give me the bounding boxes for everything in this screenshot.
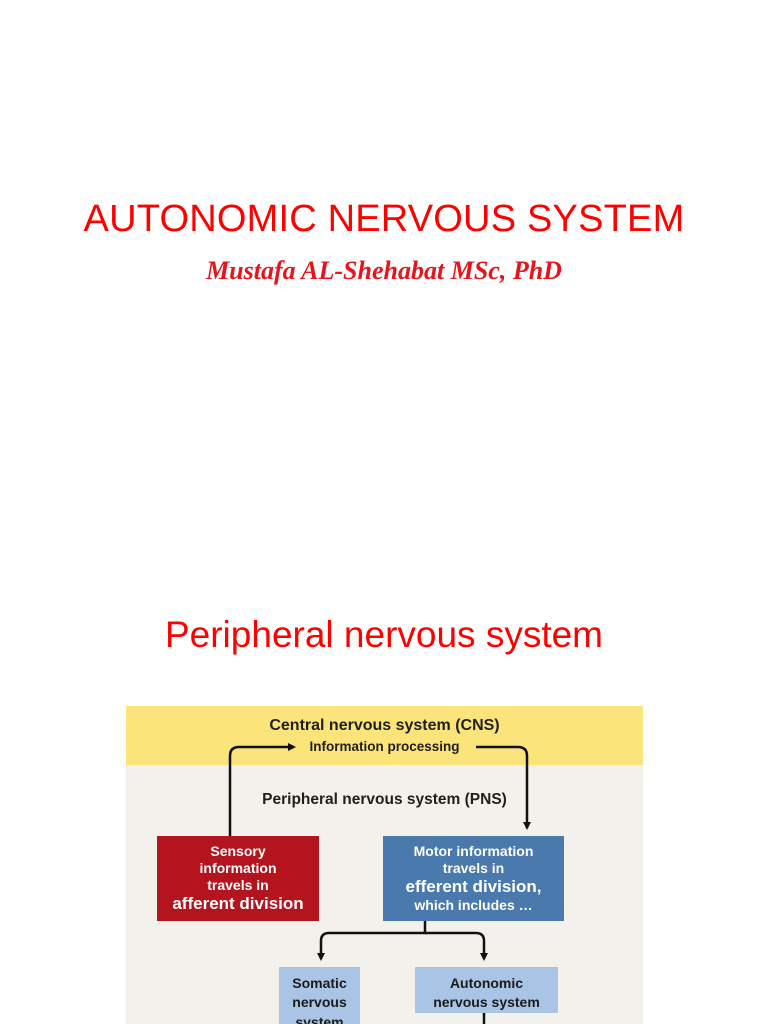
somatic-line: system	[295, 1013, 344, 1024]
arrow-cns-to-motor	[476, 745, 531, 830]
flow-arrows	[228, 743, 531, 1024]
arrow-motor-to-autonomic	[425, 931, 488, 961]
motor-efferent-box: Motor information travels in efferent di…	[383, 836, 564, 921]
motor-line: Motor information	[413, 842, 534, 859]
sensory-afferent-box: Sensory information travels in afferent …	[157, 836, 319, 921]
motor-line: travels in	[442, 859, 505, 876]
slide-subtitle-author: Mustafa AL-Shehabat MSc, PhD	[206, 256, 562, 285]
sensory-line: Sensory	[210, 842, 266, 859]
arrow-motor-to-somatic	[317, 921, 427, 961]
autonomic-nervous-system-box: Autonomic nervous system	[415, 967, 558, 1013]
information-processing-label: Information processing	[309, 739, 460, 754]
sensory-line: travels in	[207, 876, 269, 893]
arrow-sensory-to-cns	[228, 743, 296, 836]
motor-line: which includes …	[414, 897, 533, 914]
slide-title: Peripheral nervous system	[164, 614, 604, 655]
cns-label: Central nervous system (CNS)	[269, 717, 500, 734]
nervous-system-diagram: Central nervous system (CNS) Information…	[126, 706, 643, 1024]
somatic-nervous-system-box: Somatic nervous system	[279, 967, 360, 1024]
slide-divider	[0, 512, 768, 513]
somatic-line: Somatic	[292, 975, 347, 991]
sensory-line: afferent division	[172, 893, 304, 913]
motor-line: efferent division,	[405, 876, 542, 896]
pns-label: Peripheral nervous system (PNS)	[262, 791, 507, 808]
autonomic-line: nervous system	[433, 994, 540, 1011]
somatic-line: nervous	[292, 994, 347, 1011]
slide-title: AUTONOMIC NERVOUS SYSTEM	[83, 198, 685, 240]
sensory-line: information	[199, 859, 277, 876]
cns-band	[126, 706, 643, 765]
autonomic-line: Autonomic	[449, 975, 524, 991]
